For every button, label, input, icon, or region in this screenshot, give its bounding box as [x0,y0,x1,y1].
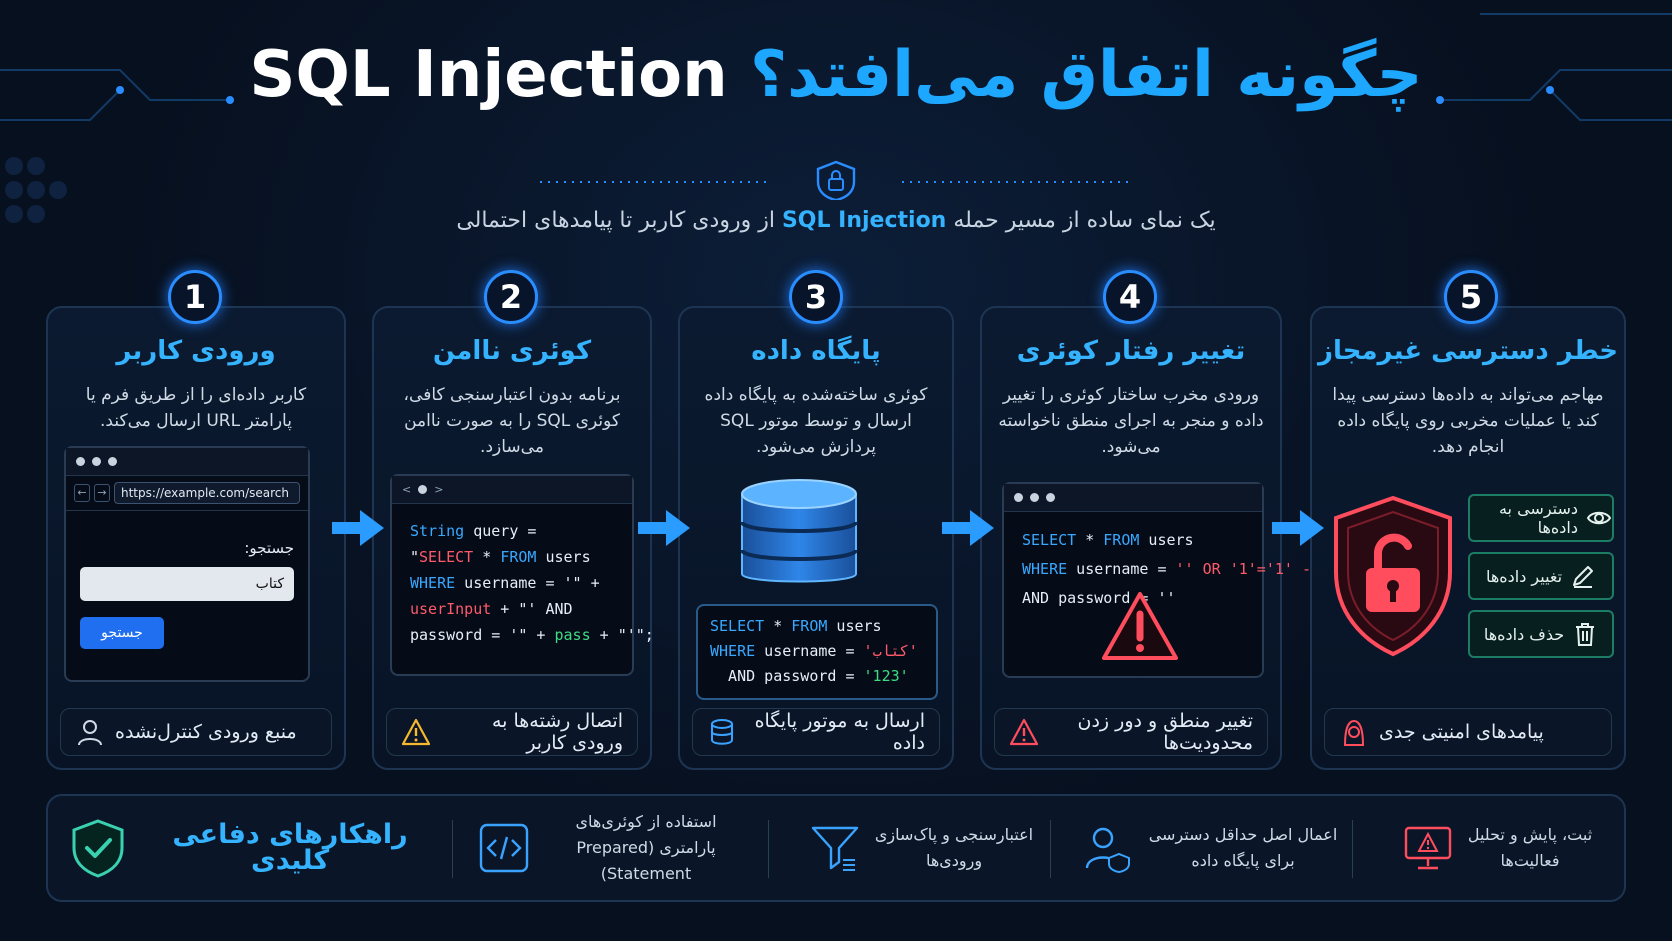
step-5-description: مهاجم می‌تواند به داده‌ها دسترسی پیدا کن… [1332,385,1604,457]
step-4-description: ورودی مخرب ساختار کوئری را تغییر داده و … [998,385,1264,457]
arrow-right-icon [1272,510,1324,546]
monitor-alert-icon [1404,826,1452,870]
action-access-data: دسترسی به داده‌ها [1468,494,1614,542]
filter-icon [811,826,859,871]
pencil-icon [1573,566,1594,588]
step-1-badge: 1 [168,270,222,324]
step-2-title: کوئری ناامن [432,336,592,366]
query-code: SELECT * FROM users WHERE username = 'کت… [710,617,918,685]
step-4-title: تغییر رفتار کوئری [1016,336,1246,366]
code-window-injected: SELECT * FROM users WHERE username = '' … [1002,482,1321,678]
search-button[interactable]: جستجو [80,617,164,649]
step-4-card: تغییر رفتار کوئری ورودی مخرب ساختار کوئر… [980,306,1321,770]
step-3-description: کوئری ساخته‌شده به پایگاه داده ارسال و ت… [704,385,928,457]
url-bar[interactable]: https://example.com/search [114,482,300,504]
step-5-title: خطر دسترسی غیرمجاز [1317,336,1619,366]
step-2-description: برنامه بدون اعتبارسنجی کافی، کوئری SQL ر… [403,385,621,457]
arrow-right-icon [638,510,690,546]
step-1-title: ورودی کاربر [116,336,276,366]
step-1-footer: منبع ورودی کنترل‌نشده [60,708,332,756]
subtitle-highlight: SQL Injection [781,208,947,233]
shield-lock-icon [816,160,856,200]
red-warning-icon [1009,718,1039,746]
arrow-right-icon [332,510,384,546]
user-icon [1085,827,1130,874]
page-title: SQL Injection چگونه اتفاق می‌افتد؟ [0,38,1672,112]
step-5-footer: پیامدهای امنیتی جدی [1324,708,1612,756]
browser-window: ← → https://example.com/search جستجو: کت… [64,446,310,682]
action-modify-data: تغییر داده‌ها [1468,552,1614,600]
search-label: جستجو: [244,539,294,557]
shield-check-icon [72,819,124,878]
hacker-icon [1343,719,1365,746]
unlocked-shield-icon [1334,495,1452,657]
title-persian: چگونه اتفاق می‌افتد؟ [749,38,1423,112]
step-5-badge: 5 [1444,270,1498,324]
step-3-footer: ارسال به موتور پایگاه داده [692,708,940,756]
code-window-unsafe: <> String query = "SELECT * FROM users W… [390,474,654,676]
code-window-query: SELECT * FROM users WHERE username = 'کت… [696,604,938,700]
divider-lock [540,160,1132,200]
step-3-badge: 3 [789,270,843,324]
step-1-card: ورودی کاربر کاربر داده‌ای را از طریق فرم… [46,306,346,770]
injected-query-code: SELECT * FROM users WHERE username = '' … [1022,531,1321,607]
database-small-icon [711,719,733,745]
step-2-footer: اتصال رشته‌ها به ورودی کاربر [386,708,638,756]
step-1-description: کاربر داده‌ای را از طریق فرم یا پارامتر … [85,385,307,431]
user-icon [78,720,102,746]
forward-icon[interactable]: → [94,484,110,502]
database-icon [740,479,858,583]
eye-icon [1586,511,1612,525]
back-icon[interactable]: ← [74,484,90,502]
unsafe-query-code: String query = "SELECT * FROM users WHER… [410,522,654,644]
step-3-card: پایگاه داده کوئری ساخته‌شده به پایگاه دا… [678,306,954,770]
step-3-title: پایگاه داده [751,336,881,366]
step-4-footer: تغییر منطق و دور زدن محدودیت‌ها [994,708,1268,756]
title-english: SQL Injection [249,38,728,112]
alert-triangle-icon [1102,592,1178,660]
step-2-card: کوئری ناامن برنامه بدون اعتبارسنجی کافی،… [372,306,654,770]
search-input[interactable]: کتاب [80,567,294,601]
subtitle: یک نمای ساده از مسیر حمله SQL Injection … [456,208,1216,233]
step-4-badge: 4 [1103,270,1157,324]
trash-icon [1576,623,1595,646]
code-icon [479,823,529,873]
step-2-badge: 2 [484,270,538,324]
arrow-right-icon [942,510,994,546]
defense-heading: راهکارهای دفاعی کلیدی [68,796,438,900]
warning-icon [401,718,431,746]
action-delete-data: حذف داده‌ها [1468,610,1614,658]
